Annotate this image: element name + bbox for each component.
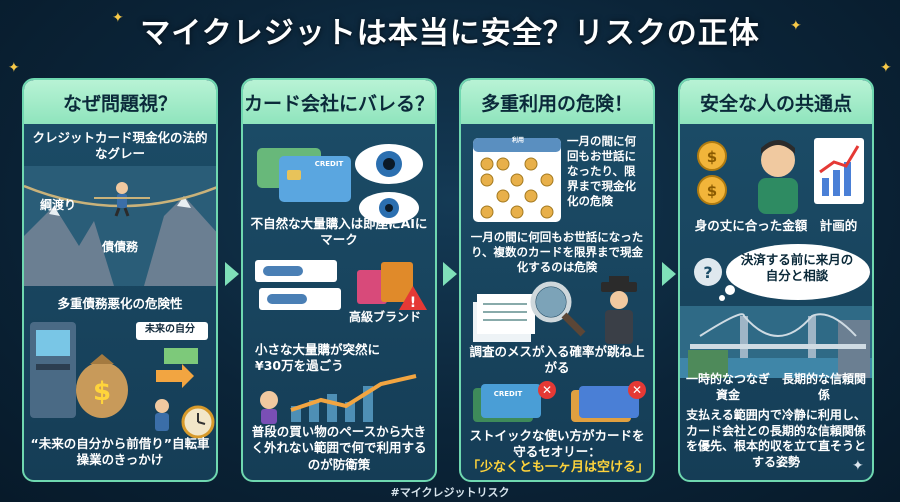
panel-caption-side: 一月の間に何回もお世話になったり、限界まで現金化化の危険 (567, 134, 636, 208)
page-title: マイクレジットは本当に安全？リスクの正体 (140, 16, 760, 51)
label-temporary: 一時的なつなぎ資金 (685, 372, 770, 402)
panel-why-problem: なぜ問題視？ クレジットカード現金化の法的なグレー 綱渡り 債債務 多重債務悪化… (22, 78, 218, 482)
calendar-icon (473, 138, 561, 222)
card-eye-illustration (257, 144, 423, 224)
panel-card-company: カード会社にバレる？ CREDIT 不自然な大量購入は即座にAIにマーク ! 高… (241, 78, 437, 482)
label-brand: 高級ブランド (348, 310, 421, 324)
panel-caption-mid: 一月の間に何回もお世話になったり、複数のカードを限界まで現金化するのは危険 (470, 230, 644, 274)
sparkle-icon: ✦ (880, 60, 892, 76)
train-ticket-bags-illustration: ! (255, 260, 427, 311)
panel-heading: カード会社にバレる？ (243, 80, 435, 124)
panel-caption-top: 身の丈に合った金額 計画的 (694, 218, 858, 233)
calendar-badge: 利用 (511, 137, 524, 144)
panel-caption-mid: 小さな大量購が突然に¥30万を過ごう (255, 342, 381, 374)
panel-heading: 安全な人の共通点 (680, 80, 872, 124)
svg-text:✕: ✕ (632, 383, 642, 397)
svg-text:$: $ (707, 148, 717, 166)
svg-text:?: ? (703, 263, 712, 282)
sparkle-icon: ✦ (852, 458, 864, 474)
panel-caption-highlight: 「少なくとも一ヶ月は空ける」 (467, 460, 650, 475)
investigation-illustration (473, 276, 637, 344)
sparkle-icon: ✦ (790, 18, 802, 34)
atm-moneybag-illustration: $ (30, 322, 215, 439)
svg-text:✕: ✕ (542, 383, 552, 397)
svg-text:$: $ (707, 182, 717, 200)
thought-text: 決済する前に来月の自分と相談 (740, 252, 854, 284)
bridge-illustration (680, 306, 872, 378)
card-label: CREDIT (314, 160, 344, 168)
sparkle-icon: ✦ (112, 10, 124, 26)
cards-warning-illustration: ✕ ✕ (473, 381, 646, 422)
panel-caption-top: 不自然な大量購入は即座にAIにマーク (250, 216, 428, 248)
panel-caption-bottom: ストイックな使い方がカードを守るセオリー： (469, 428, 645, 460)
panel-heading: 多重利用の危険！ (461, 80, 653, 124)
planner-illustration: $ $ (697, 138, 864, 214)
label-future-self: 未来の自分 (145, 324, 195, 335)
panel-intro: クレジットカード現金化の法的なグレー (32, 130, 208, 162)
arrow-right-icon (662, 262, 676, 286)
sparkle-icon: ✦ (8, 60, 20, 76)
panel-caption-investigate: 調査のメスが入る確率が跳ね上がる (469, 344, 645, 376)
card-label: CREDIT (493, 390, 523, 398)
panel-caption-bottom: 普段の買い物のペースから大きく外れない範囲で何で利用するのが防衛策 (251, 424, 427, 472)
panel-caption-bottom: 支払える範囲内で冷静に利用し、カード会社との長期的な信頼関係を優先、根本的収を立… (686, 408, 867, 469)
thought-bubble: ? (694, 244, 870, 301)
tightrope-illustration (24, 166, 216, 286)
panel-caption-mid: 多重債務悪化の危険性 (57, 296, 183, 311)
panel-heading: なぜ問題視？ (24, 80, 216, 124)
label-tightrope: 綱渡り (40, 198, 77, 212)
panel-multiple-use: 多重利用の危険！ 利用 一月の間に何回もお世話になったり、限界まで現金化化の危険… (459, 78, 655, 482)
label-debt: 債債務 (101, 240, 138, 254)
hashtag: #マイクレジットリスク (390, 486, 510, 499)
panel-caption-bottom: “未来の自分から前借り”自転車操業のきっかけ (30, 436, 210, 468)
arrow-right-icon (225, 262, 239, 286)
arrow-right-icon (443, 262, 457, 286)
panel-safe-people: 安全な人の共通点 $ $ 身の丈に合った金額 計画的 ? 決済する前に来月の自分… (678, 78, 874, 482)
rising-graph-illustration (260, 374, 417, 424)
svg-text:!: ! (410, 295, 416, 311)
svg-text:$: $ (93, 377, 111, 407)
label-longterm: 長期的な信頼関係 (781, 372, 866, 402)
